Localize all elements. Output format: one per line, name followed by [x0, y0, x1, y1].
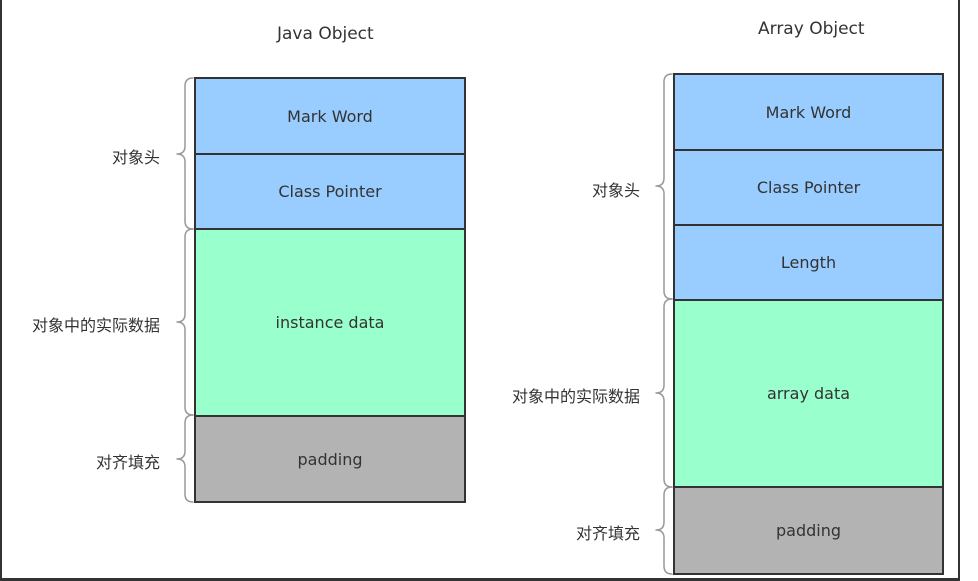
left-header-brace [176, 77, 194, 230]
right-object-header-label: 对象头 [591, 181, 640, 200]
left-padding-label: 对齐填充 [95, 453, 160, 472]
left-instance-data-block: instance data [194, 228, 466, 417]
right-array-data-block: array data [673, 299, 944, 488]
right-array-data-label: 对象中的实际数据 [511, 387, 640, 406]
left-padding-brace [176, 414, 194, 503]
right-length-block: Length [673, 224, 944, 301]
right-data-brace [655, 298, 673, 488]
right-padding-block: padding [673, 486, 944, 575]
right-class-pointer-block: Class Pointer [673, 149, 944, 226]
array-object-title: Array Object [758, 19, 865, 39]
left-data-brace [176, 228, 194, 416]
left-object-header-label: 对象头 [111, 148, 160, 167]
right-padding-brace [655, 486, 673, 575]
left-padding-block: padding [194, 415, 466, 503]
right-padding-label: 对齐填充 [575, 524, 640, 543]
right-header-brace [655, 73, 673, 300]
left-mark-word-block: Mark Word [194, 77, 466, 155]
right-mark-word-block: Mark Word [673, 73, 944, 151]
java-object-title: Java Object [277, 24, 374, 44]
frame-right-border [958, 0, 960, 581]
left-instance-data-label: 对象中的实际数据 [31, 316, 160, 335]
frame-left-border [0, 0, 2, 581]
frame-bottom-border [0, 578, 960, 581]
